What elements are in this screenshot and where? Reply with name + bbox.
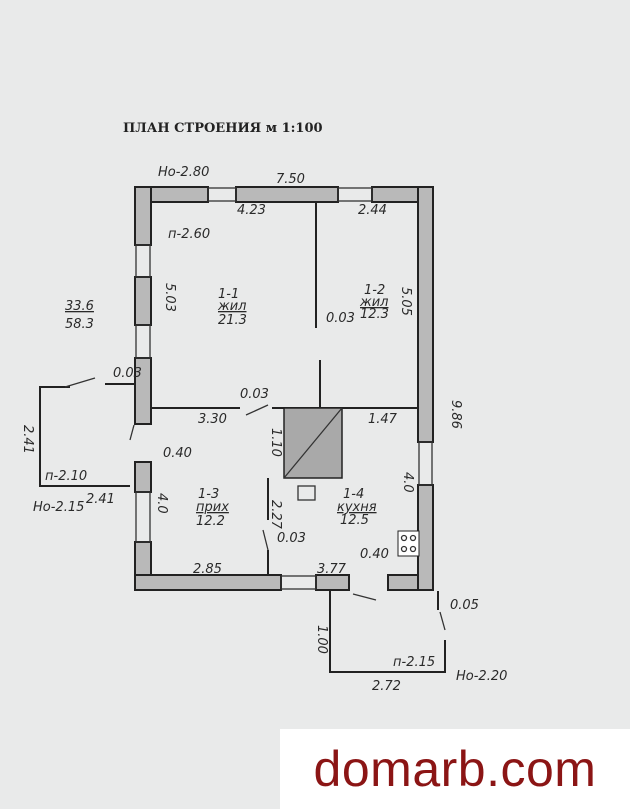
label-005: 0.05 — [450, 598, 479, 613]
walls — [134, 186, 434, 591]
label-porch-height: п-2.10 — [45, 469, 87, 484]
label-503: 5.03 — [162, 283, 177, 312]
room-1-1-type: жил — [217, 299, 246, 314]
label-area-total: 58.3 — [65, 317, 94, 332]
cooktop-icon — [397, 530, 420, 557]
label-40-left: 4.0 — [154, 493, 169, 514]
label-110: 1.10 — [268, 428, 283, 457]
label-986: 9.86 — [448, 400, 463, 429]
label-40-right: 4.0 — [400, 472, 415, 493]
label-040-left: 0.40 — [163, 446, 192, 461]
bottom-porch — [329, 591, 446, 673]
partitions — [129, 202, 418, 601]
label-040-bottom: 0.40 — [360, 547, 389, 562]
label-003-door: 0.03 — [240, 387, 269, 402]
room-1-4-number: 1-4 — [343, 487, 364, 502]
label-room-height: п-2.60 — [168, 227, 210, 242]
plan-title: ПЛАН СТРОЕНИЯ м 1:100 — [123, 121, 323, 136]
label-244: 2.44 — [358, 203, 387, 218]
label-423: 4.23 — [237, 203, 266, 218]
room-1-2-number: 1-2 — [364, 283, 385, 298]
room-1-3-type: приx — [196, 500, 229, 515]
label-height-top: Но-2.80 — [158, 165, 209, 180]
label-272: 2.72 — [372, 679, 401, 694]
room-1-1-area: 21.3 — [218, 313, 247, 328]
label-bottom-porch-height: п-2.15 — [393, 655, 435, 670]
label-377: 3.77 — [317, 562, 347, 577]
watermark-text: domarb.com — [313, 741, 597, 797]
left-porch — [39, 377, 135, 487]
label-227: 2.27 — [268, 500, 283, 530]
label-003-kitchen: 0.03 — [277, 531, 306, 546]
dimension-labels: Но-2.80 7.50 4.23 2.44 п-2.60 5.03 5.05 … — [20, 165, 507, 694]
stove — [283, 407, 343, 501]
label-505: 5.05 — [398, 287, 413, 316]
label-area-living: 33.6 — [65, 299, 94, 314]
label-porch-level: Но-2.15 — [33, 500, 84, 515]
label-241-horizontal: 2.41 — [86, 492, 115, 507]
label-330: 3.30 — [198, 412, 227, 427]
room-1-4-type: кухня — [337, 500, 377, 515]
room-1-3-number: 1-3 — [198, 487, 219, 502]
room-1-3-area: 12.2 — [196, 514, 225, 529]
room-1-1-number: 1-1 — [218, 287, 239, 302]
room-1-2-type: жил — [359, 295, 388, 310]
label-285: 2.85 — [193, 562, 222, 577]
label-147: 1.47 — [368, 412, 398, 427]
room-1-2-area: 12.3 — [360, 307, 389, 322]
label-003-porch: 0.03 — [113, 366, 142, 381]
room-1-4-area: 12.5 — [340, 513, 369, 528]
label-bottom-porch-level: Но-2.20 — [456, 669, 507, 684]
label-length-top: 7.50 — [276, 172, 305, 187]
label-241-vertical: 2.41 — [20, 425, 35, 454]
label-100: 1.00 — [314, 625, 329, 654]
watermark-logo: domarb.com — [280, 729, 630, 809]
label-003-partition: 0.03 — [326, 311, 355, 326]
